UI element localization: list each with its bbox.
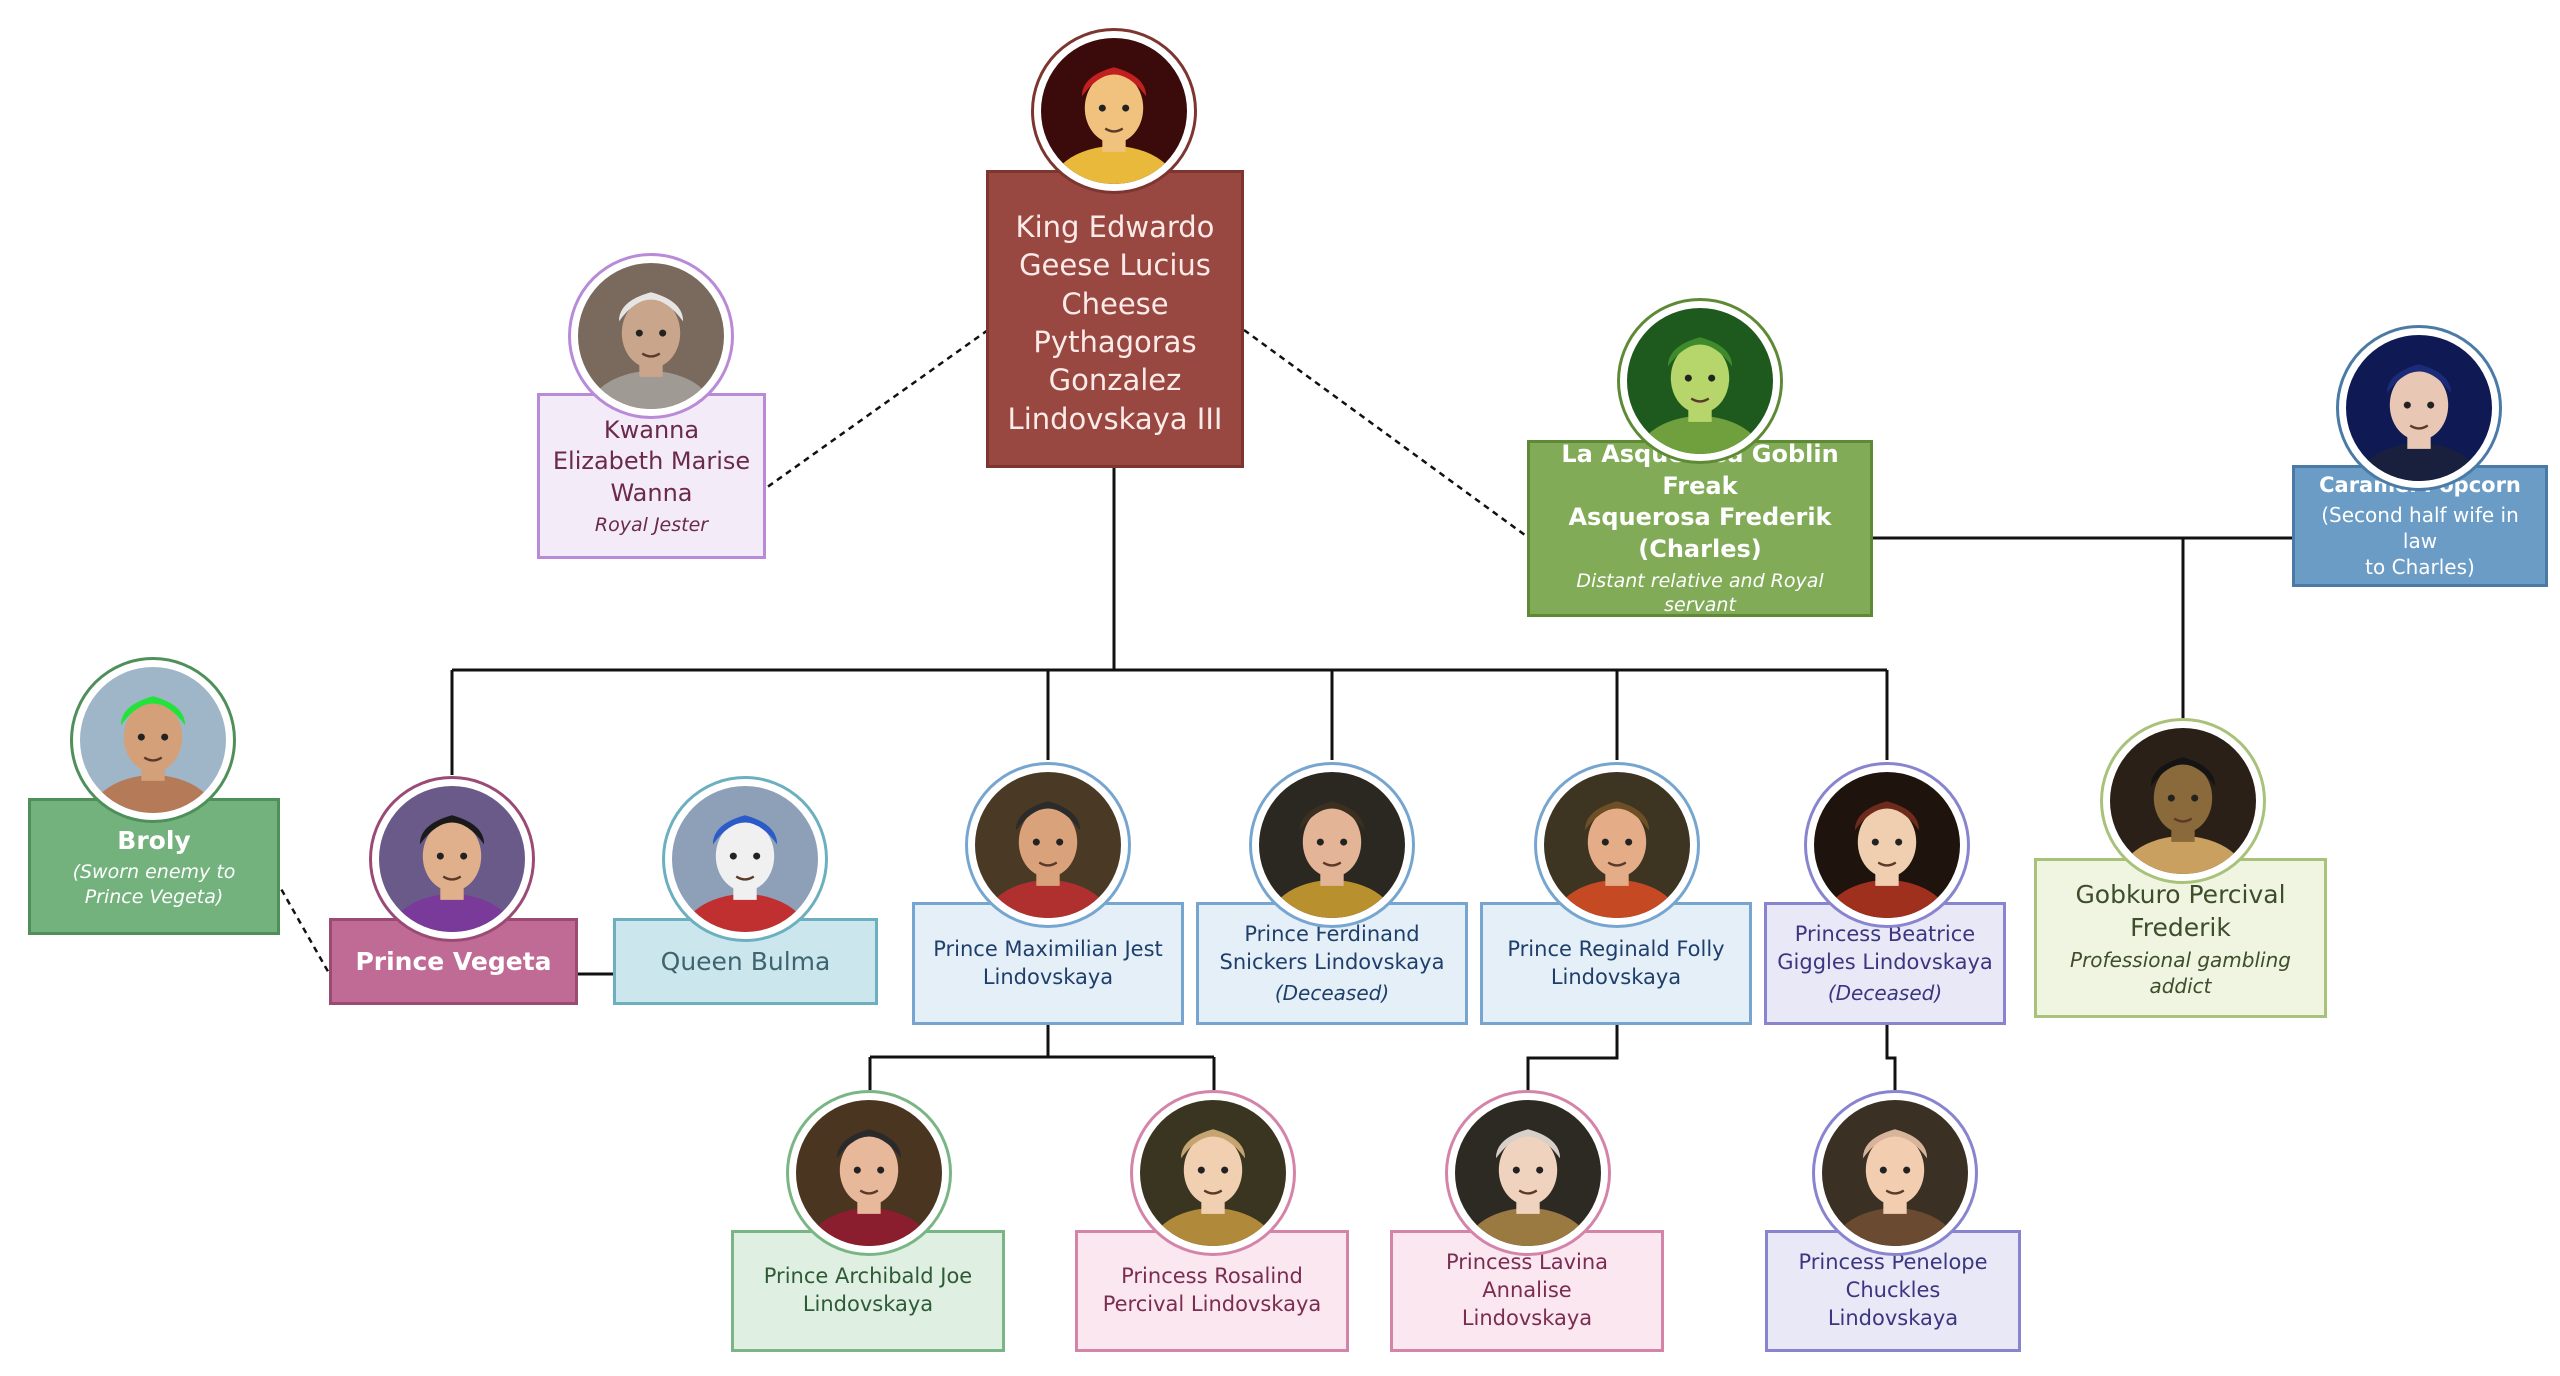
- goblin-creature-portrait-icon: [1617, 298, 1783, 464]
- silver-elf-princess-portrait-icon: [1445, 1090, 1611, 1256]
- person-name: King Edwardo Geese Lucius Cheese Pythago…: [1007, 210, 1223, 436]
- green-haired-man-portrait-icon: [70, 657, 236, 823]
- dashed-broly-vegeta: [274, 879, 332, 976]
- person-description: (Second half wife in law to Charles): [2321, 503, 2519, 580]
- bald-woman-portrait-icon: [1812, 1090, 1978, 1256]
- person-name: Princess Penelope Chuckles Lindovskaya: [1798, 1250, 1988, 1330]
- person-card-penelope: Princess Penelope Chuckles Lindovskaya: [1765, 1230, 2021, 1352]
- person-name: Princess Rosalind Percival Lindovskaya: [1102, 1264, 1322, 1316]
- blue-haired-bundled-portrait-icon: [662, 776, 828, 942]
- dashed-king-kwanna: [765, 328, 989, 490]
- king-portrait-icon: [1031, 28, 1197, 194]
- elf-princess-portrait-icon: [1130, 1090, 1296, 1256]
- bald-elf-portrait-icon: [1534, 762, 1700, 928]
- person-name: Gobkuro Percival Frederik: [2075, 879, 2286, 942]
- person-description: (Sworn enemy to Prince Vegeta): [72, 860, 236, 908]
- person-name: Queen Bulma: [660, 947, 831, 976]
- person-name: Prince Vegeta: [355, 947, 552, 976]
- blue-haired-woman-portrait-icon: [2336, 325, 2502, 491]
- elf-prince-portrait-icon: [1249, 762, 1415, 928]
- person-name: Broly: [117, 825, 191, 855]
- person-name: Kwanna Elizabeth Marise Wanna: [552, 415, 751, 507]
- person-name: Prince Maximilian Jest Lindovskaya: [933, 936, 1163, 989]
- person-name: Princess Lavina Annalise Lindovskaya: [1445, 1250, 1609, 1330]
- person-description: (Deceased): [1274, 980, 1390, 1005]
- person-name: Prince Archibald Joe Lindovskaya: [763, 1264, 973, 1316]
- dashed-king-goblin: [1243, 328, 1530, 540]
- person-card-king: King Edwardo Geese Lucius Cheese Pythago…: [986, 170, 1244, 468]
- person-description: Professional gambling addict: [2070, 947, 2291, 998]
- person-card-goblin: La Asquerosa Goblin Freak Asquerosa Fred…: [1527, 440, 1873, 617]
- person-description: (Deceased): [1827, 980, 1943, 1005]
- person-description: Distant relative and Royal servant: [1576, 569, 1824, 617]
- connector-maximilian-children: [868, 1025, 1216, 1090]
- person-description: Royal Jester: [594, 513, 709, 536]
- goblin-with-glasses-portrait-icon: [2100, 718, 2266, 884]
- connector-reginald-child: [1526, 1025, 1619, 1090]
- spiky-haired-man-portrait-icon: [369, 776, 535, 942]
- mustached-elf-portrait-icon: [965, 762, 1131, 928]
- person-name: Prince Reginald Folly Lindovskaya: [1507, 936, 1725, 989]
- white-haired-elf-portrait-icon: [568, 253, 734, 419]
- renaissance-woman-portrait-icon: [1804, 762, 1970, 928]
- person-name: Prince Ferdinand Snickers Lindovskaya: [1219, 922, 1445, 974]
- bishop-portrait-icon: [786, 1090, 952, 1256]
- connector-beatrice-child: [1885, 1025, 1897, 1090]
- person-name: Princess Beatrice Giggles Lindovskaya: [1777, 922, 1993, 974]
